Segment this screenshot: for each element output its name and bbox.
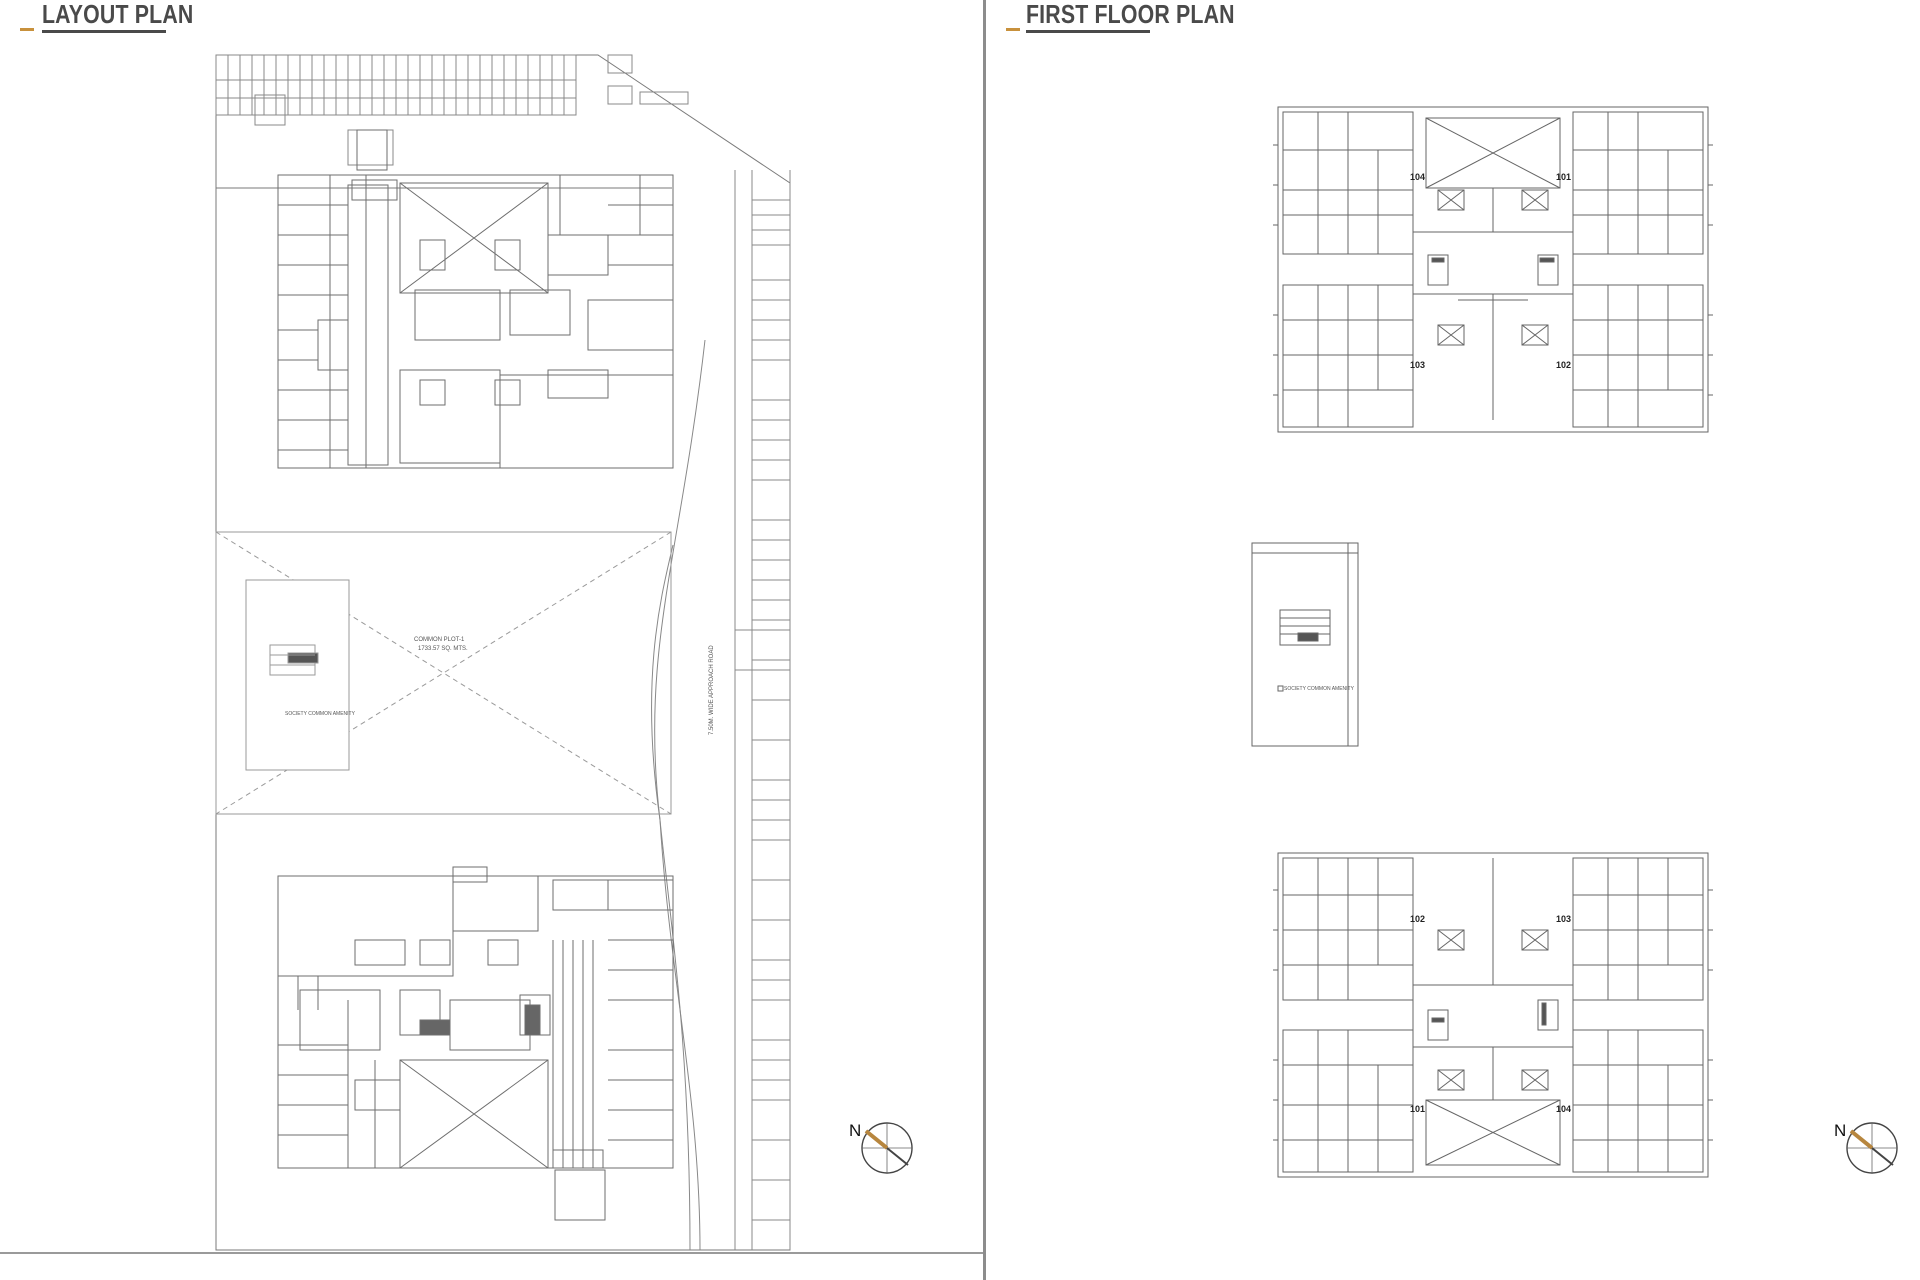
unit-label: 101 (1556, 172, 1571, 182)
common-plot (215, 531, 672, 815)
first-floor-title: FIRST FLOOR PLAN (1026, 0, 1235, 29)
upper-block-plan (1273, 106, 1713, 433)
amenity-label-left: SOCIETY COMMON AMENITY (285, 711, 356, 717)
lower-block-plan (1273, 852, 1713, 1178)
first-floor-north-arrow: N (1834, 1121, 1898, 1174)
unit-label: 103 (1556, 914, 1571, 924)
first-floor-plan-panel: FIRST FLOOR PLAN (988, 0, 1920, 1280)
layout-bottom-rule (0, 1252, 983, 1254)
first-floor-north-label: N (1834, 1121, 1846, 1140)
unit-label: 102 (1556, 360, 1571, 370)
layout-north-label: N (849, 1121, 861, 1140)
unit-label: 101 (1410, 1104, 1425, 1114)
common-plot-label: COMMON PLOT-1 (414, 637, 465, 643)
unit-label: 102 (1410, 914, 1425, 924)
title-underline-right (1026, 30, 1150, 33)
top-parking-strip (215, 54, 689, 166)
layout-plan-title: LAYOUT PLAN (42, 0, 194, 29)
title-underline (42, 30, 166, 33)
layout-north-arrow: N (849, 1121, 913, 1174)
layout-plan-panel: LAYOUT PLAN (20, 0, 913, 1251)
amenity-block-plan (1251, 542, 1359, 747)
block-a-layout (277, 129, 674, 469)
block-b-layout (277, 866, 674, 1221)
title-accent-dash (20, 28, 34, 31)
right-parking-strip (651, 170, 791, 1251)
approach-road-label: 7.50M. WIDE APPROACH ROAD (709, 645, 715, 735)
first-floor-drawing: 104 101 103 102 102 103 101 104 SOCIETY … (1251, 106, 1898, 1178)
panel-divider (983, 0, 986, 1280)
unit-label: 104 (1556, 1104, 1571, 1114)
title-accent-dash-right (1006, 28, 1020, 31)
unit-label: 104 (1410, 172, 1425, 182)
unit-label: 103 (1410, 360, 1425, 370)
common-plot-area: 1733.57 SQ. MTS. (418, 646, 468, 652)
amenity-label-right: SOCIETY COMMON AMENITY (1284, 686, 1355, 692)
layout-plan-drawing: COMMON PLOT-1 1733.57 SQ. MTS. SOCIETY C… (215, 54, 913, 1251)
